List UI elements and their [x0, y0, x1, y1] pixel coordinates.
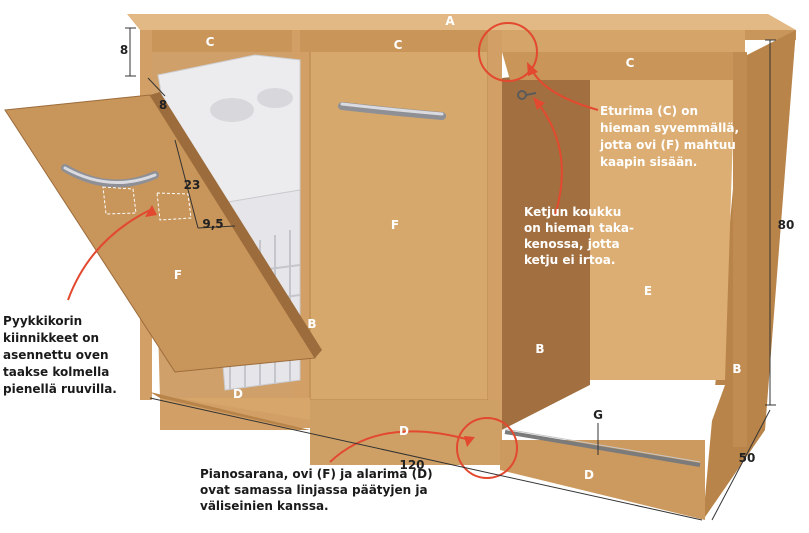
label-rail-left: C	[206, 35, 215, 49]
dim-top-offset: 8	[120, 43, 128, 57]
dim-height: 80	[778, 218, 795, 232]
label-back: E	[644, 284, 652, 298]
label-door-left: F	[174, 268, 182, 282]
arrowhead-basket	[145, 205, 157, 217]
rail-right-top	[502, 30, 745, 52]
rail-bottom-track	[504, 430, 701, 467]
right-side-strip	[733, 52, 747, 447]
bottom-edge	[150, 392, 310, 430]
note-chain-hook: Ketjun koukku on hieman taka- kenossa, j…	[524, 205, 638, 267]
note-piano-hinge: Pianosarana, ovi (F) ja alarima (D) ovat…	[200, 467, 437, 513]
left-door-handle	[61, 164, 159, 188]
dim-line-bracket-height	[174, 139, 199, 229]
label-rail-mid: C	[394, 38, 403, 52]
label-plinth-right: D	[584, 468, 594, 482]
label-top: A	[445, 14, 455, 28]
note-front-rail: Eturima (C) on hieman syvemmällä, jotta …	[599, 104, 743, 169]
dim-line-bracket-width	[197, 225, 236, 229]
label-plinth-mid: D	[399, 424, 409, 438]
arrow-front-rail	[531, 69, 599, 111]
plinth-right	[500, 440, 705, 520]
right-side-panel	[703, 30, 796, 520]
arrowhead-hinge	[464, 436, 475, 447]
arrowhead-chain-hook	[533, 97, 545, 110]
dim-line-width	[149, 397, 703, 521]
arrowhead-front-rail	[527, 62, 538, 76]
inner-divider-panel	[502, 68, 590, 430]
basket-bracket-outlines	[102, 186, 192, 221]
highlight-front-rail	[478, 22, 538, 82]
plinth-left-lower	[160, 395, 310, 420]
rail-mid	[300, 30, 500, 52]
arrow-chain-hook	[536, 101, 563, 216]
rail-bottom-track-shine	[504, 428, 701, 463]
divider-right	[488, 30, 502, 450]
dim-depth: 50	[739, 451, 756, 465]
label-divider: B	[535, 342, 544, 356]
rail-left	[140, 30, 300, 52]
dim-bracket-width: 9,5	[202, 217, 223, 231]
top-panel-surface	[127, 14, 796, 30]
label-rail-bottom: G	[593, 408, 603, 422]
right-compartment-back	[560, 72, 735, 380]
dim-width: 120	[399, 458, 424, 472]
dim-bracket-offset: 8	[159, 98, 167, 112]
label-rail-right: C	[626, 56, 635, 70]
label-side-inner: B	[307, 317, 316, 331]
dim-line-depth	[711, 409, 771, 521]
highlight-piano-hinge	[456, 417, 518, 479]
right-compartment-floor	[502, 385, 725, 440]
label-door-mid: F	[391, 218, 399, 232]
label-side-right: B	[732, 362, 741, 376]
rail-right	[502, 52, 745, 80]
dim-line-bracket-offset	[147, 77, 166, 97]
arrow-hinge	[329, 430, 471, 463]
note-basket-brackets: Pyykkikorin kiinnikkeet on asennettu ove…	[3, 314, 117, 396]
left-door-edge	[150, 92, 322, 358]
dim-bracket-height: 23	[184, 178, 201, 192]
arrow-basket	[67, 209, 151, 301]
middle-door-handle	[338, 102, 446, 120]
chain-hook-icon	[517, 90, 537, 100]
label-plinth-left: D	[233, 387, 243, 401]
